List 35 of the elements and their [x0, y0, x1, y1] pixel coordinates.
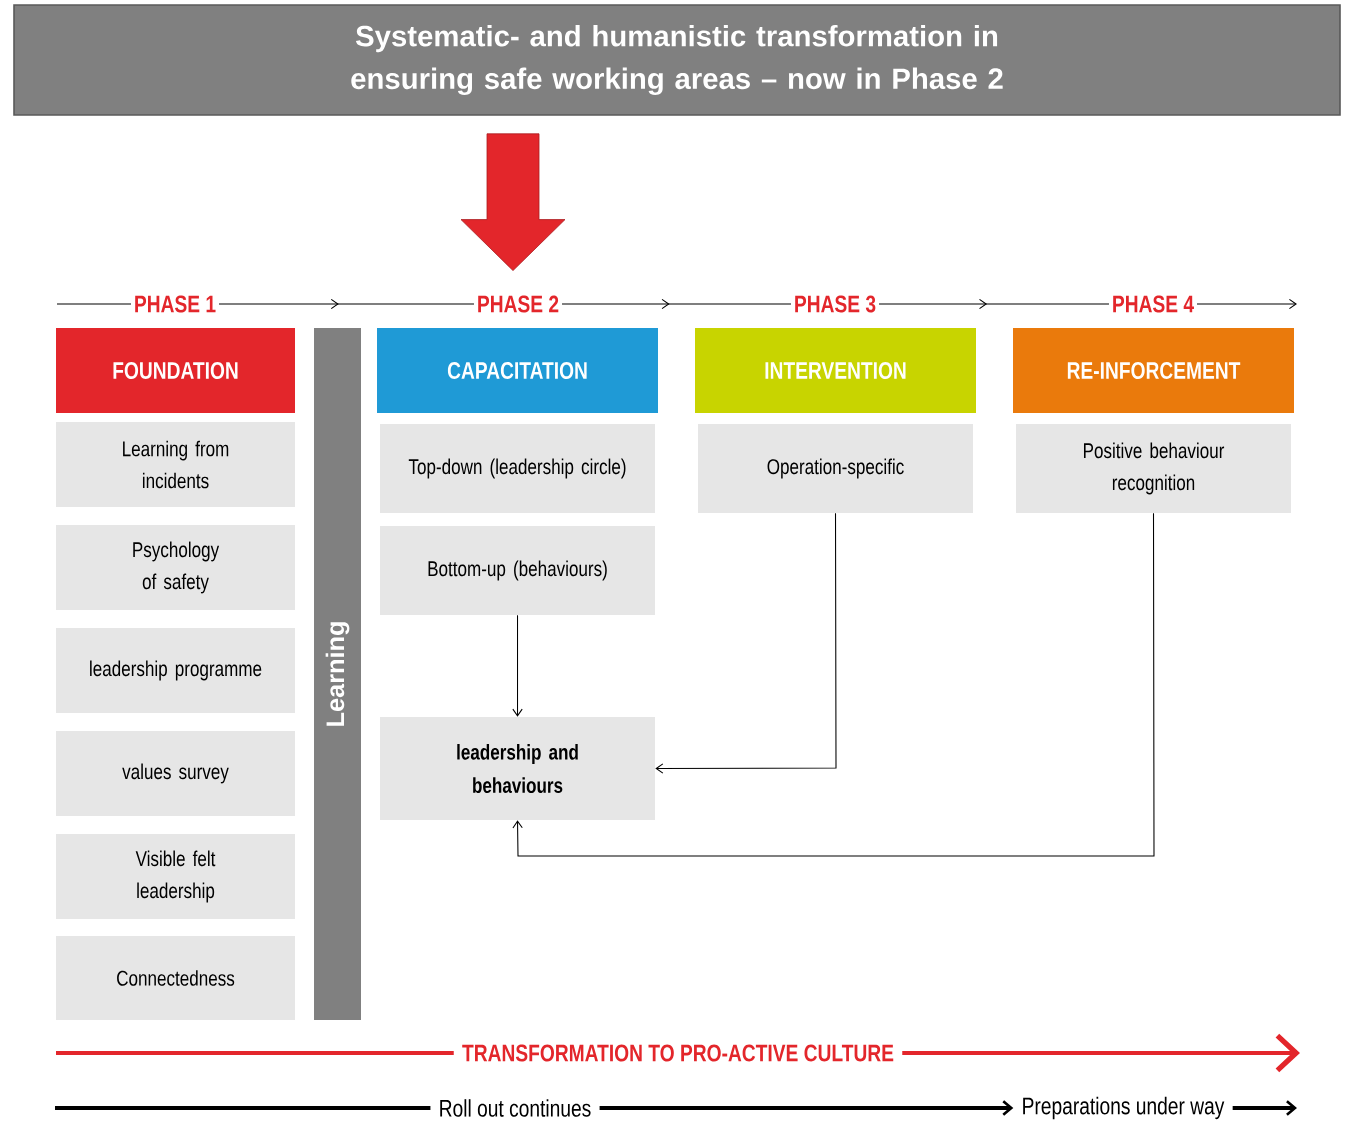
- item-box: Visible felt leadership: [56, 834, 295, 919]
- header-box: RE-INFORCEMENT: [1013, 328, 1294, 413]
- item-box: values survey: [56, 731, 295, 816]
- item-box: Psychology of safety: [56, 525, 295, 610]
- header-box: INTERVENTION: [695, 328, 976, 413]
- result-box: leadership and behaviours: [380, 717, 655, 820]
- line: [56, 303, 132, 305]
- line: [55, 1106, 431, 1110]
- arrow: [902, 1033, 1300, 1073]
- phase-label: PHASE 4: [1109, 292, 1197, 316]
- arrow: [1196, 298, 1297, 310]
- arrow: [599, 1100, 1014, 1116]
- header-box: CAPACITATION: [377, 328, 658, 413]
- status-text: Roll out continues: [430, 1096, 600, 1120]
- item-box: Learning from incidents: [56, 422, 295, 507]
- item-box: leadership programme: [56, 628, 295, 713]
- arrow: [512, 614, 523, 717]
- item-box: Top-down (leadership circle): [380, 424, 655, 513]
- title-banner: Systematic- and humanistic transformation in ensuring safe working areas – now in Phase 2: [13, 4, 1341, 116]
- line: [56, 1051, 454, 1055]
- arrow: [512, 512, 1155, 857]
- arrow: [655, 512, 837, 774]
- arrow: [1232, 1100, 1297, 1116]
- phase-label: PHASE 1: [131, 292, 219, 316]
- item-box: Bottom-up (behaviours): [380, 526, 655, 615]
- block-arrow: [460, 133, 566, 271]
- item-box: Operation-specific: [698, 424, 973, 513]
- banner-text: TRANSFORMATION TO PRO-ACTIVE CULTURE: [454, 1041, 902, 1065]
- item-box: Connectedness: [56, 936, 295, 1020]
- status-text: Preparations under way: [1013, 1094, 1233, 1122]
- header-box: FOUNDATION: [56, 328, 295, 413]
- learning-bar: Learning: [314, 328, 361, 1020]
- phase-label: PHASE 2: [474, 292, 562, 316]
- item-box: Positive behaviour recognition: [1016, 424, 1291, 513]
- phase-label: PHASE 3: [791, 292, 879, 316]
